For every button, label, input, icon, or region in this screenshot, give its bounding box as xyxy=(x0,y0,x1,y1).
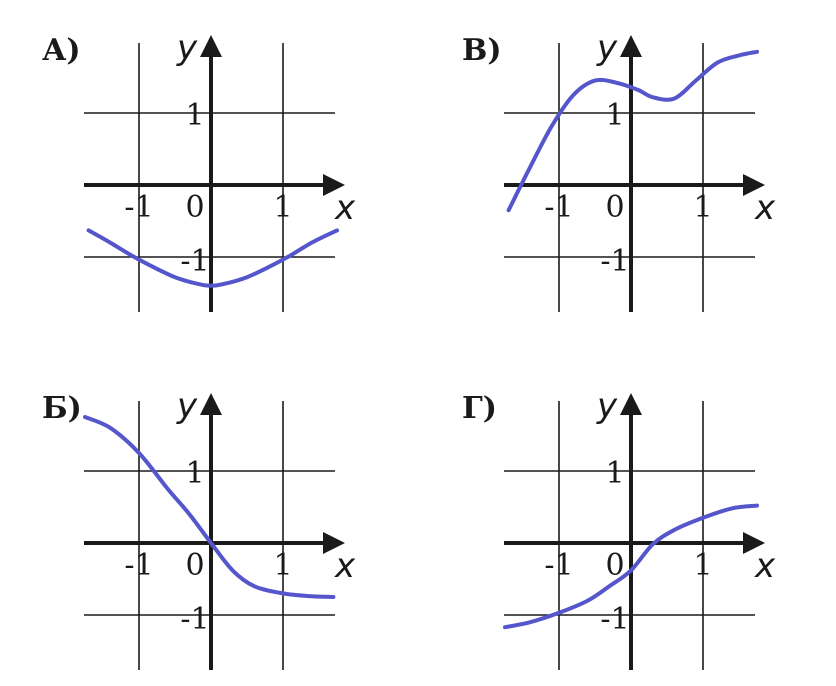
y-tick-label: -1 xyxy=(180,244,209,279)
y-tick-label: 1 xyxy=(185,98,204,133)
panel-label: Б) xyxy=(42,391,82,426)
panel-label: В) xyxy=(462,33,502,68)
y-tick-label: -1 xyxy=(600,244,629,279)
y-axis-arrow-icon xyxy=(620,393,642,415)
x-axis-arrow-icon xyxy=(743,532,765,554)
x-axis-label: x xyxy=(334,546,356,586)
y-axis-label: y xyxy=(596,28,618,68)
x-tick-label: -1 xyxy=(124,190,153,225)
function-curve xyxy=(503,503,759,630)
y-tick-label: 1 xyxy=(185,456,204,491)
x-tick-label: 1 xyxy=(693,190,712,225)
x-tick-label: -1 xyxy=(544,548,573,583)
y-axis-arrow-icon xyxy=(620,35,642,57)
x-axis-label: x xyxy=(754,546,776,586)
y-tick-label: 1 xyxy=(605,456,624,491)
x-axis-label: x xyxy=(334,188,356,228)
x-axis-label: x xyxy=(754,188,776,228)
function-curve xyxy=(83,415,336,599)
graph-panel-3: Б) y x 0 -1 1 1 -1 xyxy=(42,386,356,670)
graph-panel-2: В) y x 0 -1 1 1 -1 xyxy=(462,28,776,312)
origin-label: 0 xyxy=(605,548,624,583)
y-axis-label: y xyxy=(176,28,198,68)
x-tick-label: -1 xyxy=(124,548,153,583)
x-tick-label: 1 xyxy=(273,548,292,583)
origin-label: 0 xyxy=(185,548,204,583)
panel-label: А) xyxy=(42,33,81,68)
x-axis-arrow-icon xyxy=(323,174,345,196)
x-axis-arrow-icon xyxy=(323,532,345,554)
panel-label: Г) xyxy=(462,391,497,426)
y-tick-label: -1 xyxy=(600,602,629,637)
origin-label: 0 xyxy=(605,190,624,225)
y-axis-label: y xyxy=(176,386,198,426)
y-axis-arrow-icon xyxy=(200,393,222,415)
function-curve xyxy=(506,49,759,213)
y-tick-label: 1 xyxy=(605,98,624,133)
x-tick-label: 1 xyxy=(273,190,292,225)
x-tick-label: -1 xyxy=(544,190,573,225)
y-axis-arrow-icon xyxy=(200,35,222,57)
origin-label: 0 xyxy=(185,190,204,225)
function-curve xyxy=(86,228,339,288)
y-tick-label: -1 xyxy=(180,602,209,637)
x-tick-label: 1 xyxy=(693,548,712,583)
x-axis-arrow-icon xyxy=(743,174,765,196)
graph-panel-4: Г) y x 0 -1 1 1 -1 xyxy=(462,386,776,670)
y-axis-label: y xyxy=(596,386,618,426)
graph-panel-1: А) y x 0 -1 1 1 -1 xyxy=(42,28,356,312)
